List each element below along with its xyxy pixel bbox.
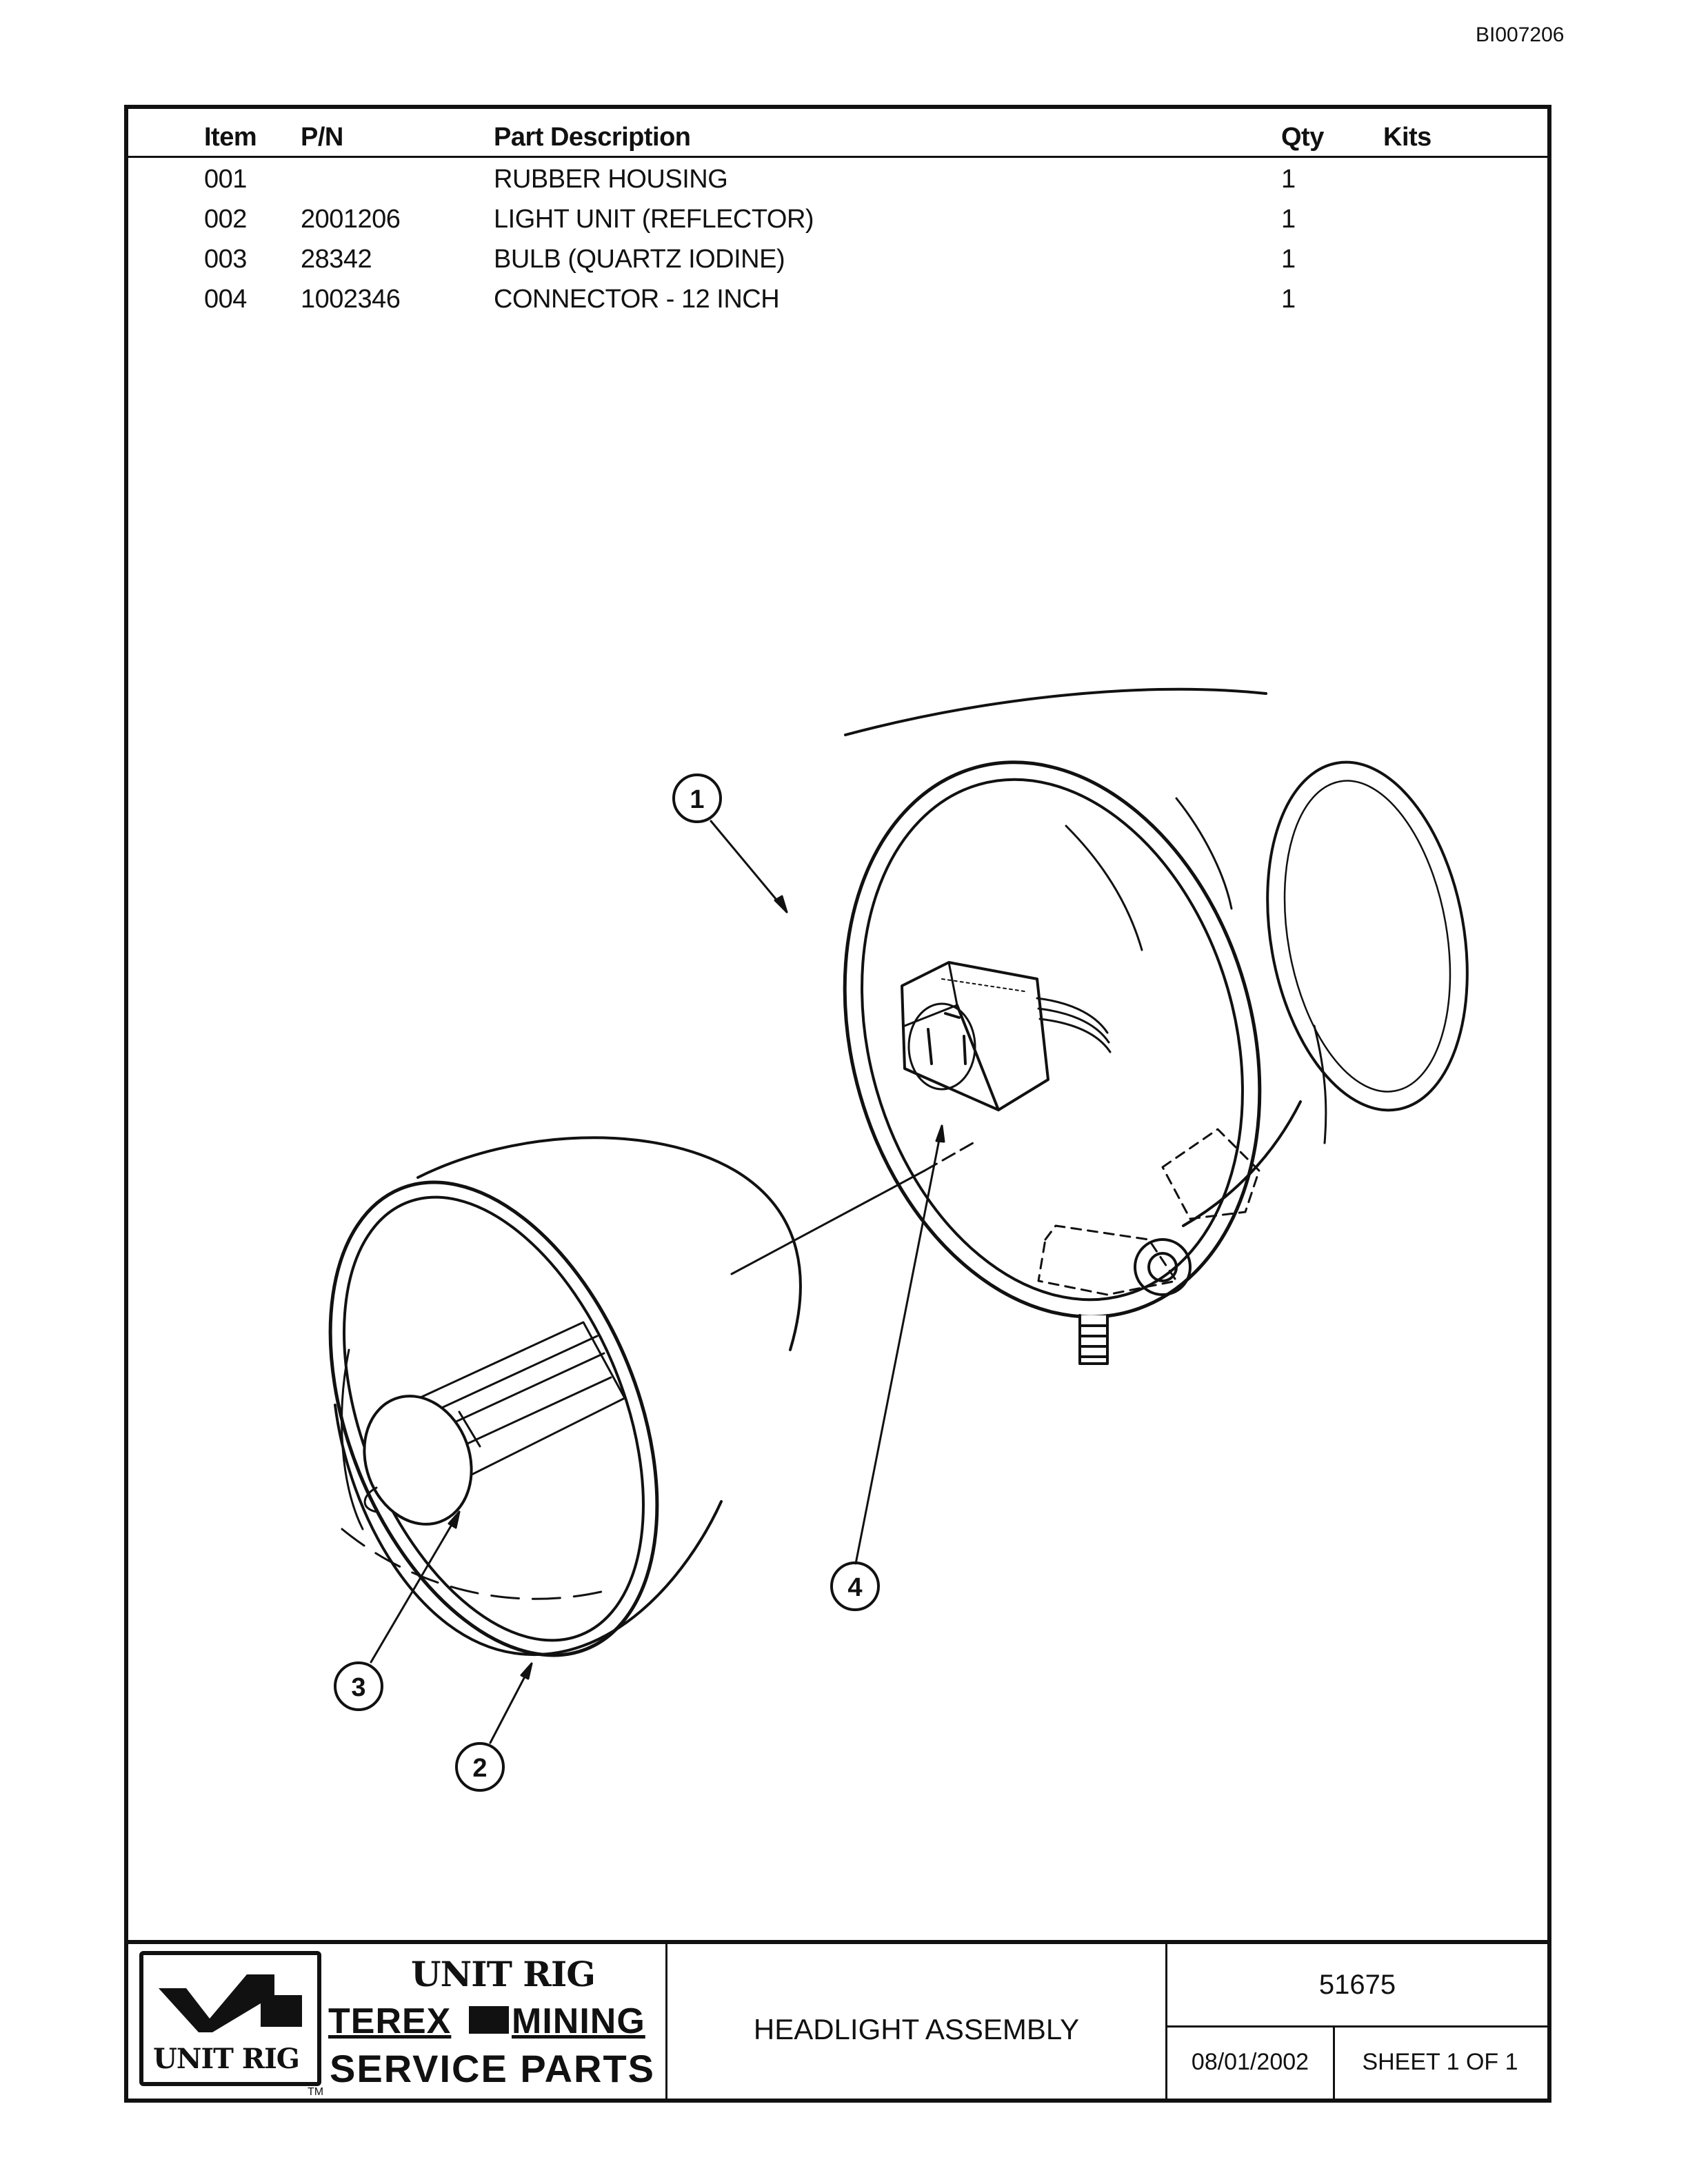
callout-1: 1 [672,774,722,823]
light-unit-reflector [328,1136,802,1657]
cell-item: 002 [204,205,247,234]
terex-emblem-icon [469,2006,509,2034]
table-row: 001 RUBBER HOUSING 1 [128,158,1547,198]
drawing-title: HEADLIGHT ASSEMBLY [753,2013,1080,2045]
cell-pn: 1002346 [301,285,401,314]
cell-item: 004 [204,285,247,314]
callout-2-label: 2 [472,1754,487,1783]
cell-qty: 1 [1281,245,1296,274]
cell-pn: 28342 [301,245,372,274]
header-description: Part Description [494,123,691,152]
drawing-frame: Item P/N Part Description Qty Kits 001 R… [124,105,1551,2103]
callout-4: 4 [830,1561,880,1611]
table-header: Item P/N Part Description Qty Kits [128,109,1547,158]
parts-table: Item P/N Part Description Qty Kits 001 R… [128,109,1547,318]
brand-mining: MINING [512,2001,645,2041]
brand-service-parts: SERVICE PARTS [330,2047,656,2090]
cell-description: RUBBER HOUSING [494,165,728,194]
logo-text: UNIT RIG [153,2043,300,2075]
callout-2: 2 [455,1742,505,1792]
callout-1-label: 1 [690,785,704,814]
title-cell: HEADLIGHT ASSEMBLY [667,1944,1167,2099]
header-item: Item [204,123,257,152]
cell-description: BULB (QUARTZ IODINE) [494,245,785,274]
brand-area: UNIT RIG TM UNIT RIG TEREX MINING SERVIC… [128,1944,667,2099]
table-row: 004 1002346 CONNECTOR - 12 INCH 1 [128,278,1547,318]
cell-description: CONNECTOR - 12 INCH [494,285,780,314]
leader-lines [370,820,945,1744]
unit-rig-logo: UNIT RIG [139,1951,321,2086]
title-block: UNIT RIG TM UNIT RIG TEREX MINING SERVIC… [128,1940,1547,2099]
cell-description: LIGHT UNIT (REFLECTOR) [494,205,814,234]
sheet-number: SHEET 1 OF 1 [1362,2048,1518,2075]
cell-pn: 2001206 [301,205,401,234]
document-id: BI007206 [1476,23,1565,46]
header-kits: Kits [1383,123,1431,152]
table-row: 003 28342 BULB (QUARTZ IODINE) 1 [128,238,1547,278]
cell-item: 003 [204,245,247,274]
cell-qty: 1 [1281,205,1296,234]
unit-rig-emblem-icon [159,1974,302,2032]
drawing-date: 08/01/2002 [1167,2025,1335,2099]
trademark-symbol: TM [308,2086,324,2098]
headlight-exploded-drawing: 1 2 3 4 [328,687,1469,1792]
connector [901,961,1260,1365]
cell-qty: 1 [1281,285,1296,314]
table-row: 002 2001206 LIGHT UNIT (REFLECTOR) 1 [128,198,1547,238]
callout-3: 3 [334,1661,383,1711]
bulb-quartz-iodine [363,1321,626,1526]
drawing-number: 51675 [1167,1944,1547,2028]
rubber-housing [843,687,1469,1319]
brand-terex: TEREX [328,2001,452,2041]
callout-3-label: 3 [351,1673,365,1702]
drawing-info: 51675 08/01/2002 SHEET 1 OF 1 [1167,1944,1547,2099]
cell-item: 001 [204,165,247,194]
header-pn: P/N [301,123,343,152]
brand-unit-rig: UNIT RIG [411,1954,596,1994]
header-qty: Qty [1281,123,1324,152]
cell-qty: 1 [1281,165,1296,194]
callout-4-label: 4 [847,1573,862,1602]
